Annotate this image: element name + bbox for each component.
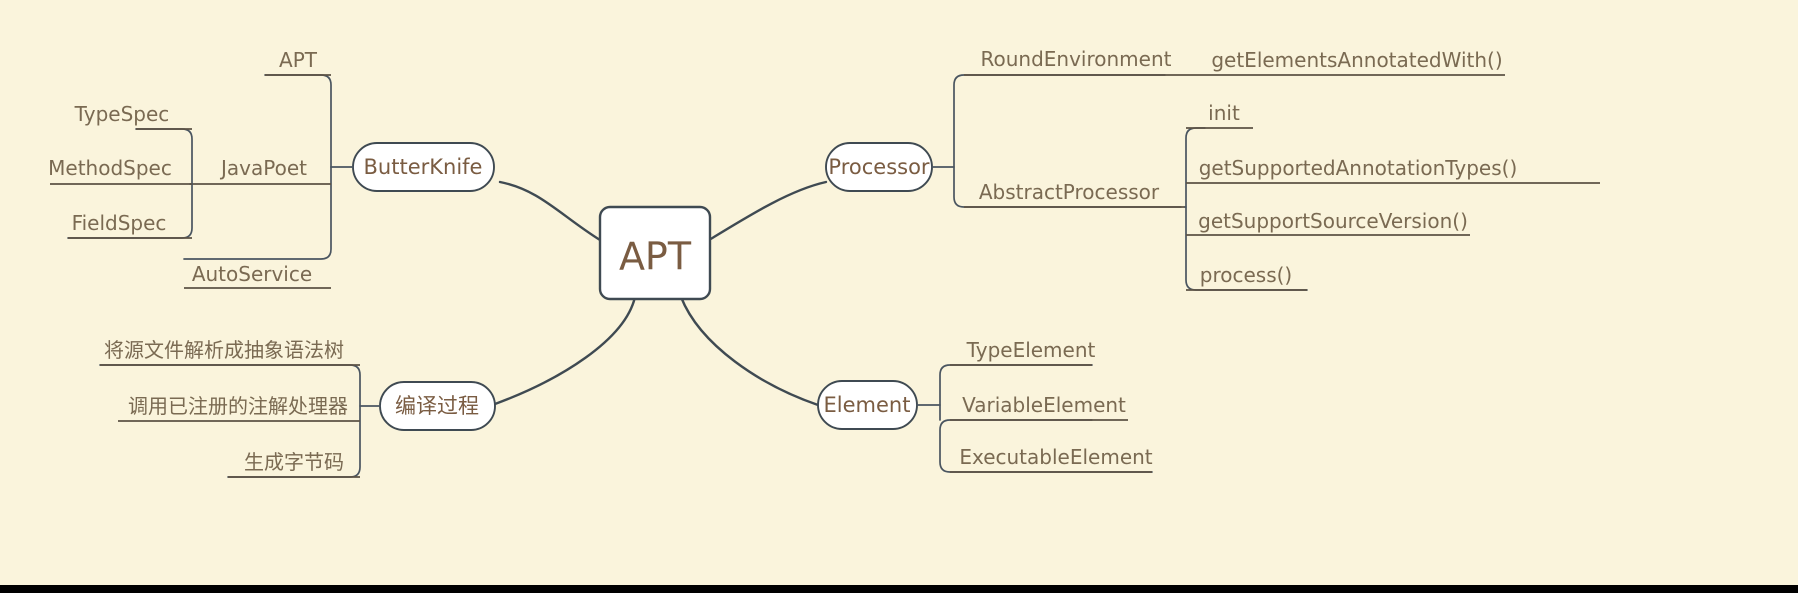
root-node-box[interactable] xyxy=(598,205,712,301)
bracket-element-top xyxy=(939,364,1093,421)
leaf-methodspec: MethodSpec xyxy=(48,156,172,180)
root-node[interactable]: APT xyxy=(598,205,712,301)
branch-element: Element TypeElement VariableElement Exec… xyxy=(817,338,1153,473)
leaf-getsupportedannotationtypes: getSupportedAnnotationTypes() xyxy=(1199,156,1518,180)
leaf-init: init xyxy=(1208,101,1240,125)
bracket-processor xyxy=(953,74,1182,208)
leaf-getsupportsourceversion: getSupportSourceVersion() xyxy=(1198,209,1468,233)
leaf-variableelement: VariableElement xyxy=(962,393,1126,417)
root-node-label: APT xyxy=(619,235,692,279)
leaf-autoservice: AutoService xyxy=(192,262,312,286)
leaf-executableelement: ExecutableElement xyxy=(959,445,1152,469)
edge-root-butterknife xyxy=(498,180,602,242)
leaf-typeelement: TypeElement xyxy=(966,338,1096,362)
leaf-gen-bytecode: 生成字节码 xyxy=(244,450,344,474)
bracket-element xyxy=(939,419,1153,473)
node-compile-label: 编译过程 xyxy=(395,394,479,418)
node-processor-label: Processor xyxy=(828,155,930,179)
node-element-label: Element xyxy=(824,393,911,417)
branch-compile-process: 编译过程 将源文件解析成抽象语法树 调用已注册的注解处理器 生成字节码 xyxy=(99,338,496,478)
leaf-abstractprocessor: AbstractProcessor xyxy=(979,180,1160,204)
edge-root-element xyxy=(679,295,820,407)
bottom-black-bar xyxy=(0,585,1798,593)
leaf-typespec: TypeSpec xyxy=(74,102,170,126)
branch-processor: Processor RoundEnvironment AbstractProce… xyxy=(825,47,1600,291)
node-butterknife-label: ButterKnife xyxy=(364,155,483,179)
leaf-parse-ast: 将源文件解析成抽象语法树 xyxy=(104,338,344,362)
root-connectors xyxy=(493,180,828,407)
branch-butterknife: ButterKnife APT JavaPoet AutoService Typ… xyxy=(48,48,495,289)
edge-root-compile xyxy=(493,295,637,406)
leaf-getelementsannotatedwith: getElementsAnnotatedWith() xyxy=(1211,48,1502,72)
leaf-fieldspec: FieldSpec xyxy=(72,211,167,235)
leaf-butterknife-apt: APT xyxy=(279,48,318,72)
leaf-process: process() xyxy=(1200,263,1292,287)
leaf-roundenvironment: RoundEnvironment xyxy=(981,47,1172,71)
leaf-javapoet: JavaPoet xyxy=(219,156,307,180)
edge-root-processor xyxy=(707,180,828,242)
leaf-invoke-processors: 调用已注册的注解处理器 xyxy=(128,394,348,418)
